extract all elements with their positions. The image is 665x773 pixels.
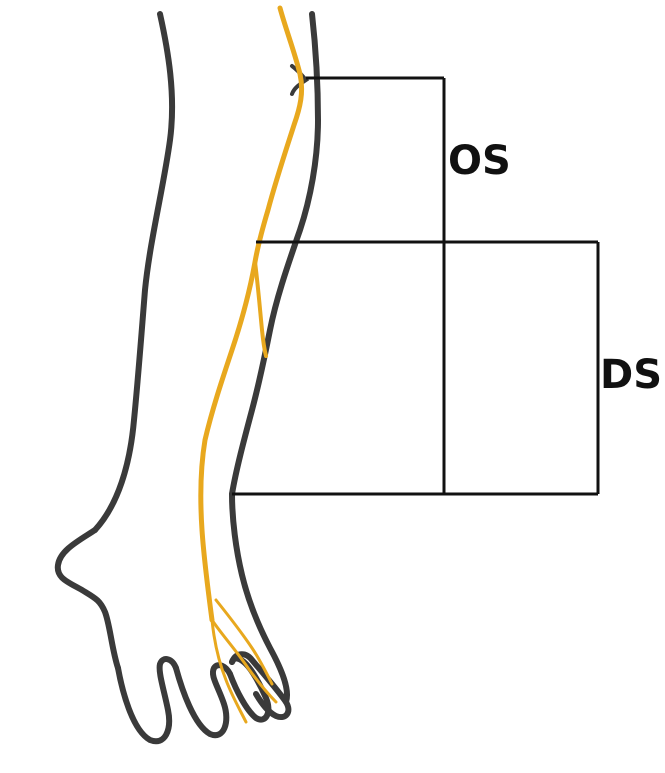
- nerve-main-trunk: [201, 8, 302, 620]
- thumb-outline: [58, 530, 118, 668]
- arm-outline-left: [95, 14, 172, 530]
- nerve-branch-forearm: [255, 262, 266, 356]
- ds-label: DS: [600, 352, 662, 398]
- finger-middle: [176, 665, 230, 735]
- arm-outline-right: [232, 14, 318, 494]
- os-label: OS: [448, 138, 511, 184]
- finger-index: [118, 659, 176, 741]
